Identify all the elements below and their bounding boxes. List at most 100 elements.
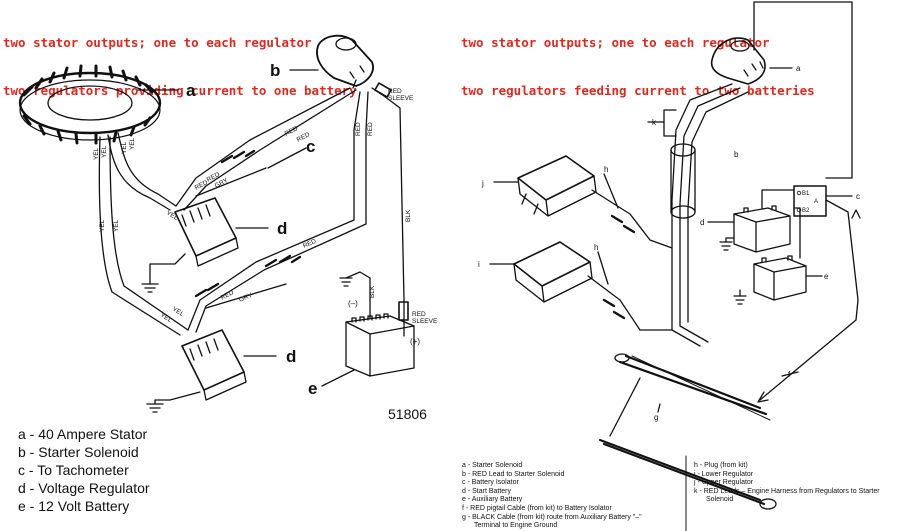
lower-regulator-i [513,241,593,303]
callout-c-leader [267,147,307,169]
legend-item: g - BLACK Cable (from kit) route from Au… [462,513,642,521]
lower-regulator [146,329,247,413]
callout-h1-leader [603,173,619,209]
legend-item: d - Start Battery [462,487,512,495]
isolator-b1: B1 [802,191,810,197]
callout-e-leader [321,369,355,387]
legend-item: c - Battery Isolator [462,479,519,487]
callout-h1: h [604,165,608,174]
legend-item: a - 40 Ampere Stator [18,426,148,442]
right-header: two stator outputs; one to each regulato… [461,3,815,131]
callout-a: a [186,81,196,100]
wire-label-red: RED [367,122,374,136]
legend-item: h - Plug (from kit) [694,462,748,469]
callout-j: j [481,179,484,188]
wire-label-yel: YEL [171,306,185,319]
battery-minus: (–) [348,299,358,308]
red-sleeve-label-bottom: SLEEVE [412,318,438,325]
upper-regulator [141,197,239,293]
stator-illustration [18,64,162,145]
legend-item: f - RED pigtail Cable (from kit) to Batt… [462,504,612,512]
legend-item: Terminal to Engine Ground [474,522,558,530]
legend-item: e - Auxiliary Battery [462,496,523,504]
wire-label-yel: YEL [121,141,128,154]
callout-f: f [788,370,791,379]
callout-a-right: a [796,64,801,73]
battery-isolator [793,185,827,217]
legend-right-col-1: a - Starter Solenoid b - RED Lead to Sta… [462,462,642,531]
legend-right-col-2: h - Plug (from kit) i - Lower Regulator … [694,462,880,505]
battery-left [339,271,415,377]
red-sleeve-label-top: SLEEVE [388,95,414,102]
isolator-terminal-b2 [796,207,802,213]
wire-label-red: RED [355,122,362,136]
callout-g-leader [657,403,661,413]
wire-connectors-left [194,149,302,298]
callout-b-right: b [734,150,739,159]
callout-g: g [654,413,658,422]
lower-reg-leads [587,275,673,331]
wire-label-yel: YEL [113,219,120,232]
pigtail-arrow-up [851,209,861,219]
left-header-line-1: two stator outputs; one to each regulato… [3,35,312,50]
wire-label-blk: BLK [369,285,376,298]
upper-regulator-j [517,155,597,217]
callout-d2: d [286,347,296,366]
legend-item: e - 12 Volt Battery [18,498,130,514]
callout-h2-leader [597,251,609,285]
isolator-a: A [814,199,818,205]
callout-f-leader [781,371,799,377]
red-sleeve-label-top: RED [388,88,402,95]
callout-c-right: c [856,192,860,201]
legend-item: Solenoid [706,496,734,504]
wire-label-yel: YEL [99,219,106,232]
start-battery [719,189,795,253]
legend-item: k - RED Leads – Engine Harness from Regu… [694,487,880,495]
solenoid-right [710,37,766,85]
isolator-b2: B2 [802,208,810,214]
legend-item: i - Lower Regulator [694,470,754,478]
stator-yel-wires [98,132,189,336]
isolator-terminal-b1 [796,190,802,196]
callout-c: c [306,137,315,156]
gry-wire-lower [205,283,287,309]
wire-label-red: RED [302,238,318,250]
right-header-line-2: two regulators feeding current to two ba… [461,83,815,98]
plugs-h [602,214,636,320]
wire-label-blk: BLK [405,209,412,222]
legend-item: b - Starter Solenoid [18,444,139,460]
callout-d-right: d [700,218,704,227]
harness-k [670,83,749,347]
figure-number: 51806 [388,406,427,422]
callout-e-right: e [824,272,829,281]
blk-wire [371,87,405,337]
left-header-line-2: two regulators providing current to one … [3,83,357,98]
legend-left: a - 40 Ampere Stator b - Starter Solenoi… [18,425,150,515]
legend-item: d - Voltage Regulator [18,480,150,496]
red-lead-to-isolator [753,1,853,179]
wire-label-gry: GRY [238,291,254,303]
legend-item: c - To Tachometer [18,462,129,478]
legend-item: j - Upper Regulator [694,479,754,487]
auxiliary-battery [733,207,807,305]
legend-item: a - Starter Solenoid [462,462,523,469]
callout-k: k [652,118,657,127]
pigtail-arrow-down [757,391,769,403]
wire-label-yel: YEL [101,145,108,158]
red-wires-left [175,87,369,333]
legend-item: b - RED Lead to Starter Solenoid [462,470,565,478]
black-cable-g [598,353,777,510]
starter-solenoid [316,34,374,89]
callout-h2: h [594,243,598,252]
red-sleeve-bottom [398,301,409,321]
callout-e: e [308,379,317,398]
k-bracket [663,109,677,137]
wire-label-yel: YEL [129,137,136,150]
callout-i: i [478,260,480,269]
red-pigtail-f [759,199,859,401]
red-sleeve-top [374,82,392,98]
callout-d1: d [277,219,287,238]
gry-wire-upper [195,167,267,197]
